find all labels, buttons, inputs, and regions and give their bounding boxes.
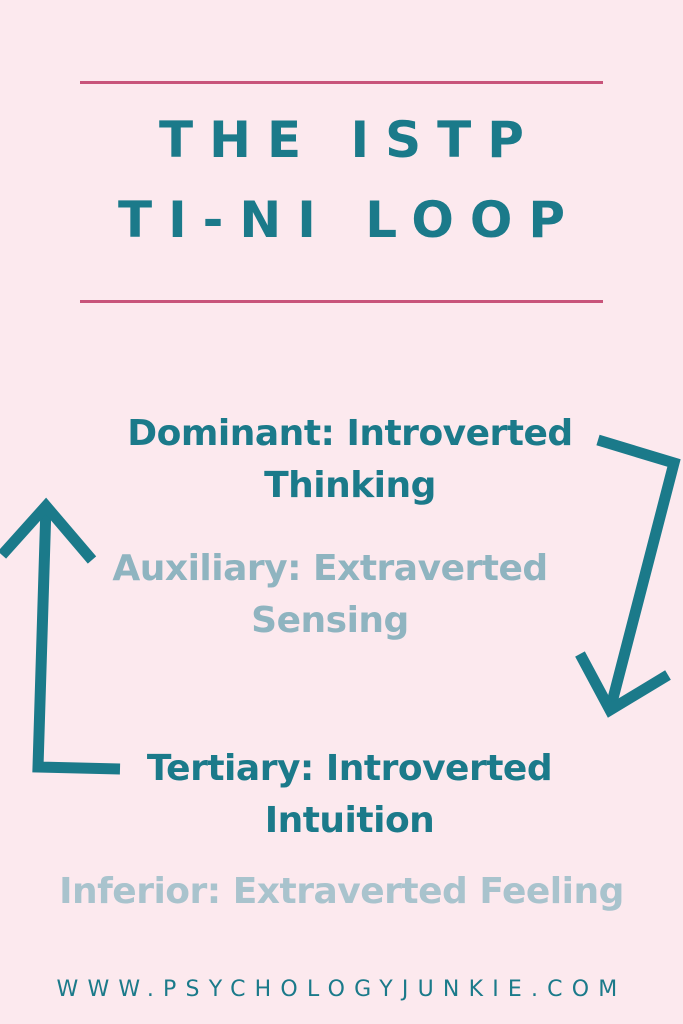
title-line-1: THE ISTP — [159, 111, 540, 169]
dominant-function-name: Thinking — [264, 465, 436, 506]
top-divider — [80, 81, 603, 84]
title-line-2: TI-NI LOOP — [117, 191, 582, 249]
website-url: WWW.PSYCHOLOGYJUNKIE.COM — [56, 977, 627, 1002]
tertiary-function: Tertiary: Introverted Intuition — [8, 743, 683, 847]
auxiliary-function: Auxiliary: Extraverted Sensing — [0, 543, 680, 647]
inferior-label: Inferior: Extraverted Feeling — [59, 871, 624, 912]
auxiliary-label: Auxiliary: Extraverted — [112, 548, 548, 589]
dominant-label: Dominant: Introverted — [127, 413, 573, 454]
inferior-function: Inferior: Extraverted Feeling — [0, 866, 683, 918]
arrow-down-loop-icon — [575, 434, 681, 718]
arrow-up-loop-icon — [0, 497, 121, 775]
tertiary-label: Tertiary: Introverted — [146, 748, 553, 789]
tertiary-function-name: Intuition — [264, 800, 435, 841]
auxiliary-function-name: Sensing — [251, 600, 409, 641]
dominant-function: Dominant: Introverted Thinking — [0, 408, 683, 512]
bottom-divider — [80, 300, 603, 303]
